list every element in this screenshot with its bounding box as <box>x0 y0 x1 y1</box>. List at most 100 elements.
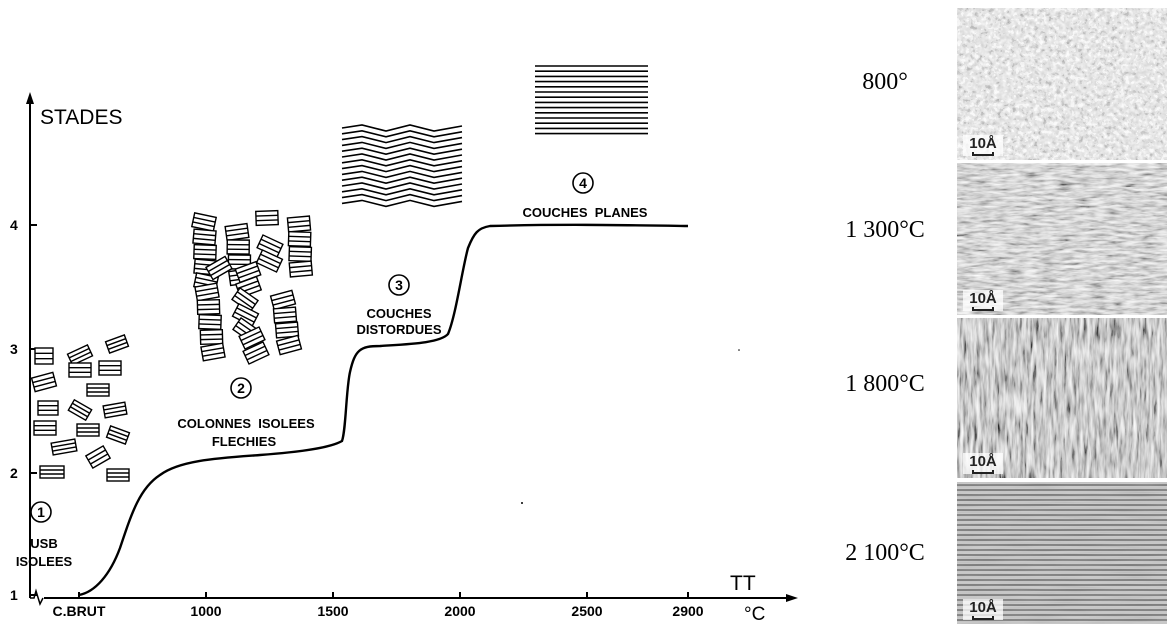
bsu-unit <box>193 243 217 261</box>
scale-bar-mark <box>972 470 994 474</box>
x-tick-label: 2000 <box>444 603 475 619</box>
stage-number-circle <box>572 172 594 194</box>
axis-break-mark <box>30 588 44 607</box>
wavy-layer <box>341 135 463 144</box>
wavy-layer <box>341 176 463 185</box>
stage-name-line2: DISTORDUES <box>357 322 442 337</box>
stage-name-line1: COLONNES ISOLEES <box>177 416 315 431</box>
bent-columns-illustration <box>190 209 314 365</box>
bsu-unit <box>205 255 233 281</box>
bsu-unit <box>66 343 94 367</box>
bsu-unit <box>274 321 300 339</box>
micrograph-1300: 10Å <box>957 163 1167 315</box>
stage-name-line1: COUCHES PLANES <box>523 205 648 220</box>
y-axis-title: STADES <box>40 106 122 129</box>
bsu-unit <box>30 371 58 393</box>
bsu-unit <box>190 212 218 232</box>
scale-bar-label: 10Å <box>969 290 997 307</box>
stage-name-line2: ISOLEES <box>16 554 73 569</box>
micrograph-image <box>957 318 1167 478</box>
bsu-unit <box>198 313 222 331</box>
x-axis-unit: °C <box>744 604 765 624</box>
bsu-unit <box>242 341 270 365</box>
stage-1-label: 1 USB ISOLEES <box>16 501 73 569</box>
bsu-unit <box>194 282 220 302</box>
stage-curve <box>78 223 689 597</box>
x-tick-label: C.BRUT <box>53 603 106 619</box>
micrograph-temperature: 800° <box>862 69 908 95</box>
axes <box>26 92 798 607</box>
y-tick-label: 2 <box>10 465 18 481</box>
bsu-unit <box>275 334 303 356</box>
stage-name-line1: COUCHES <box>366 306 431 321</box>
wavy-layer <box>341 187 463 196</box>
bsu-unit <box>224 222 250 242</box>
y-tick-label: 1 <box>10 587 18 603</box>
wavy-layer <box>341 124 463 132</box>
flat-layers-illustration <box>535 65 648 135</box>
bsu-unit <box>33 420 57 436</box>
scale-bar-label: 10Å <box>969 135 997 152</box>
wavy-layer <box>341 141 463 150</box>
bsu-unit <box>287 230 312 248</box>
stage-number-circle <box>30 501 52 523</box>
bsu-unit <box>67 398 93 422</box>
bsu-unit <box>286 215 312 233</box>
bsu-unit <box>76 423 100 437</box>
y-tick-label: 3 <box>10 341 18 357</box>
wavy-layer <box>341 153 463 161</box>
micrograph-2100: 10Å <box>957 482 1167 624</box>
wavy-layer <box>341 164 463 173</box>
micrograph-1800: 10Å <box>957 318 1167 478</box>
bsu-unit <box>86 383 110 397</box>
scale-bar-mark <box>972 152 994 156</box>
y-axis-arrow <box>26 92 34 104</box>
bsu-unit <box>288 245 313 263</box>
distorted-layers-illustration <box>341 124 463 208</box>
x-tick-label: 1000 <box>190 603 221 619</box>
stage-4-label: 4 COUCHES PLANES <box>523 172 648 220</box>
wavy-layer <box>341 147 463 156</box>
stage-number-circle <box>388 274 410 296</box>
scan-speck <box>738 349 740 351</box>
stage-name-line1: USB <box>30 536 57 551</box>
y-tick-label: 4 <box>10 217 18 233</box>
x-tick-label: 2900 <box>672 603 703 619</box>
bsu-unit <box>39 465 65 479</box>
micrograph-temperature: 1 800°C <box>845 371 925 397</box>
scale-bar-mark <box>972 616 994 620</box>
stage-2-label: 2 COLONNES ISOLEES FLECHIES <box>177 377 315 449</box>
scan-speck <box>521 502 523 504</box>
stage-name-line2: FLECHIES <box>212 434 277 449</box>
wavy-layer <box>341 170 463 179</box>
bsu-unit <box>288 260 314 278</box>
bsu-unit <box>37 400 59 416</box>
scale-bar-mark <box>972 307 994 311</box>
stage-number: 1 <box>37 504 45 520</box>
stage-diagram: STADES TT °C 1 2 3 4 C.BRUT 1000 1500 20… <box>10 65 798 624</box>
x-axis-arrow <box>786 594 798 602</box>
scale-bar-label: 10Å <box>969 599 997 616</box>
bsu-unit <box>50 438 78 456</box>
scale-bar: 10Å <box>963 599 1003 620</box>
scale-bar: 10Å <box>963 453 1003 474</box>
wavy-layer <box>341 182 463 190</box>
wavy-layer <box>341 158 463 167</box>
bsu-unit <box>84 444 112 470</box>
bsu-unit <box>255 249 284 273</box>
bsu-unit <box>200 342 226 362</box>
usb-structure-illustration <box>30 334 131 482</box>
micrograph-image <box>957 163 1167 315</box>
wavy-layer <box>341 129 463 138</box>
bsu-unit <box>234 260 262 284</box>
bsu-unit <box>255 209 279 227</box>
bsu-unit <box>105 425 131 445</box>
stage-number: 2 <box>237 380 245 396</box>
bsu-unit <box>272 306 298 324</box>
micrograph-temperature: 2 100°C <box>845 540 925 566</box>
bsu-unit <box>196 298 221 316</box>
bsu-unit <box>256 234 284 258</box>
wavy-layer <box>341 199 463 208</box>
x-axis-title: TT <box>730 572 756 595</box>
